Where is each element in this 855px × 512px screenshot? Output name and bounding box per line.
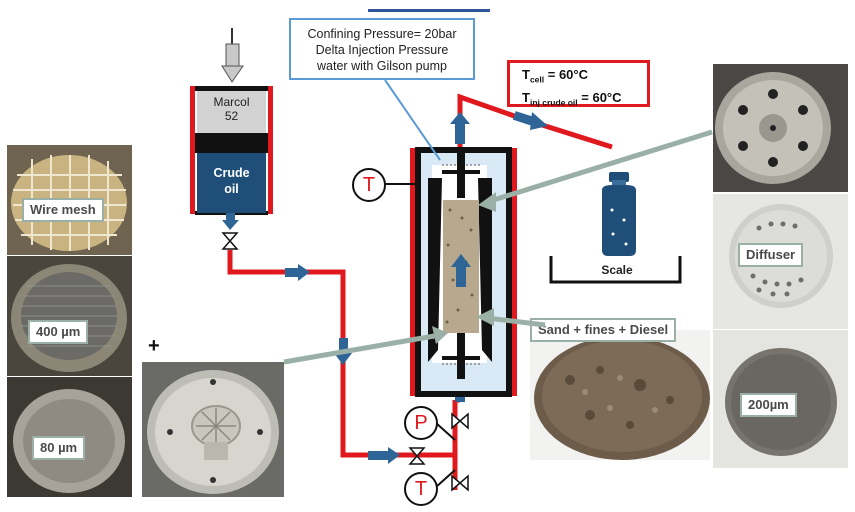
cell-temp-subscript: cell <box>529 74 545 85</box>
pressure-line-valve-icon <box>408 447 426 465</box>
marcol-number: 52 <box>224 109 239 123</box>
drain-valve-icon <box>451 474 469 492</box>
inj-temp-subscript: inj crude oil <box>529 97 578 108</box>
mesh-80-photo <box>7 377 132 497</box>
callout-line-3: water with Gilson pump <box>317 59 447 73</box>
scale-label: Scale <box>601 263 633 277</box>
pointer-arrow-icon <box>478 192 496 212</box>
marcol-text: Marcol <box>213 95 250 109</box>
callout-line-2: Delta Injection Pressure <box>315 43 449 57</box>
pointer-arrow-icon <box>476 308 494 326</box>
pressure-callout: Confining Pressure= 20bar Delta Injectio… <box>289 18 475 80</box>
oil-text: oil <box>224 182 239 196</box>
diffuser-label: Diffuser <box>738 243 804 267</box>
cell-temperature: Tcell = 60°C <box>522 66 647 89</box>
inlet-valve-icon <box>451 412 469 430</box>
wire-mesh-label: Wire mesh <box>22 198 104 222</box>
sand-label: Sand + fines + Diesel <box>530 318 677 342</box>
cell-temp-symbol: T <box>522 67 530 82</box>
inj-temp-value: = 60°C <box>577 89 622 105</box>
temperature-box: Tcell = 60°C Tinj crude oil = 60°C <box>507 60 650 107</box>
mesh-200-label: 200µm <box>740 393 797 417</box>
mesh-80-label: 80 µm <box>32 436 86 460</box>
mesh-400-photo <box>7 256 132 376</box>
pressure-sensor: P <box>404 406 438 440</box>
inj-temp-symbol: T <box>522 89 530 105</box>
outlet-arrow-icon <box>450 112 470 144</box>
flow-arrow-icon <box>512 111 548 130</box>
cell-cap-photo <box>713 64 848 192</box>
crude-oil-label: Crude oil <box>197 153 266 213</box>
flow-arrow-icon <box>368 447 400 464</box>
crude-text: Crude <box>213 166 250 180</box>
flow-arrow-icon <box>285 264 310 281</box>
cell-temp-value: = 60°C <box>544 67 589 82</box>
mesh-400-label: 400 µm <box>28 320 89 344</box>
sand-photo <box>530 330 710 460</box>
pointer-arrow-icon <box>432 326 448 344</box>
scale-icon <box>549 172 682 284</box>
flow-arrow-icon <box>334 338 352 365</box>
reservoir-valve-icon <box>221 232 239 250</box>
title-underline <box>368 9 490 12</box>
core-cell <box>410 147 517 397</box>
injection-arrow-icon <box>221 28 244 83</box>
callout-line-1: Confining Pressure= 20bar <box>307 27 457 41</box>
injection-temperature: Tinj crude oil = 60°C <box>522 89 647 112</box>
reservoir-outlet-arrow-icon <box>222 212 239 230</box>
diffuser-holder-photo <box>142 362 284 497</box>
cell-temperature-sensor: T <box>352 168 386 202</box>
inlet-temperature-sensor: T <box>404 472 438 506</box>
marcol-label: Marcol 52 <box>197 91 266 133</box>
plus-sign: + <box>148 335 160 357</box>
